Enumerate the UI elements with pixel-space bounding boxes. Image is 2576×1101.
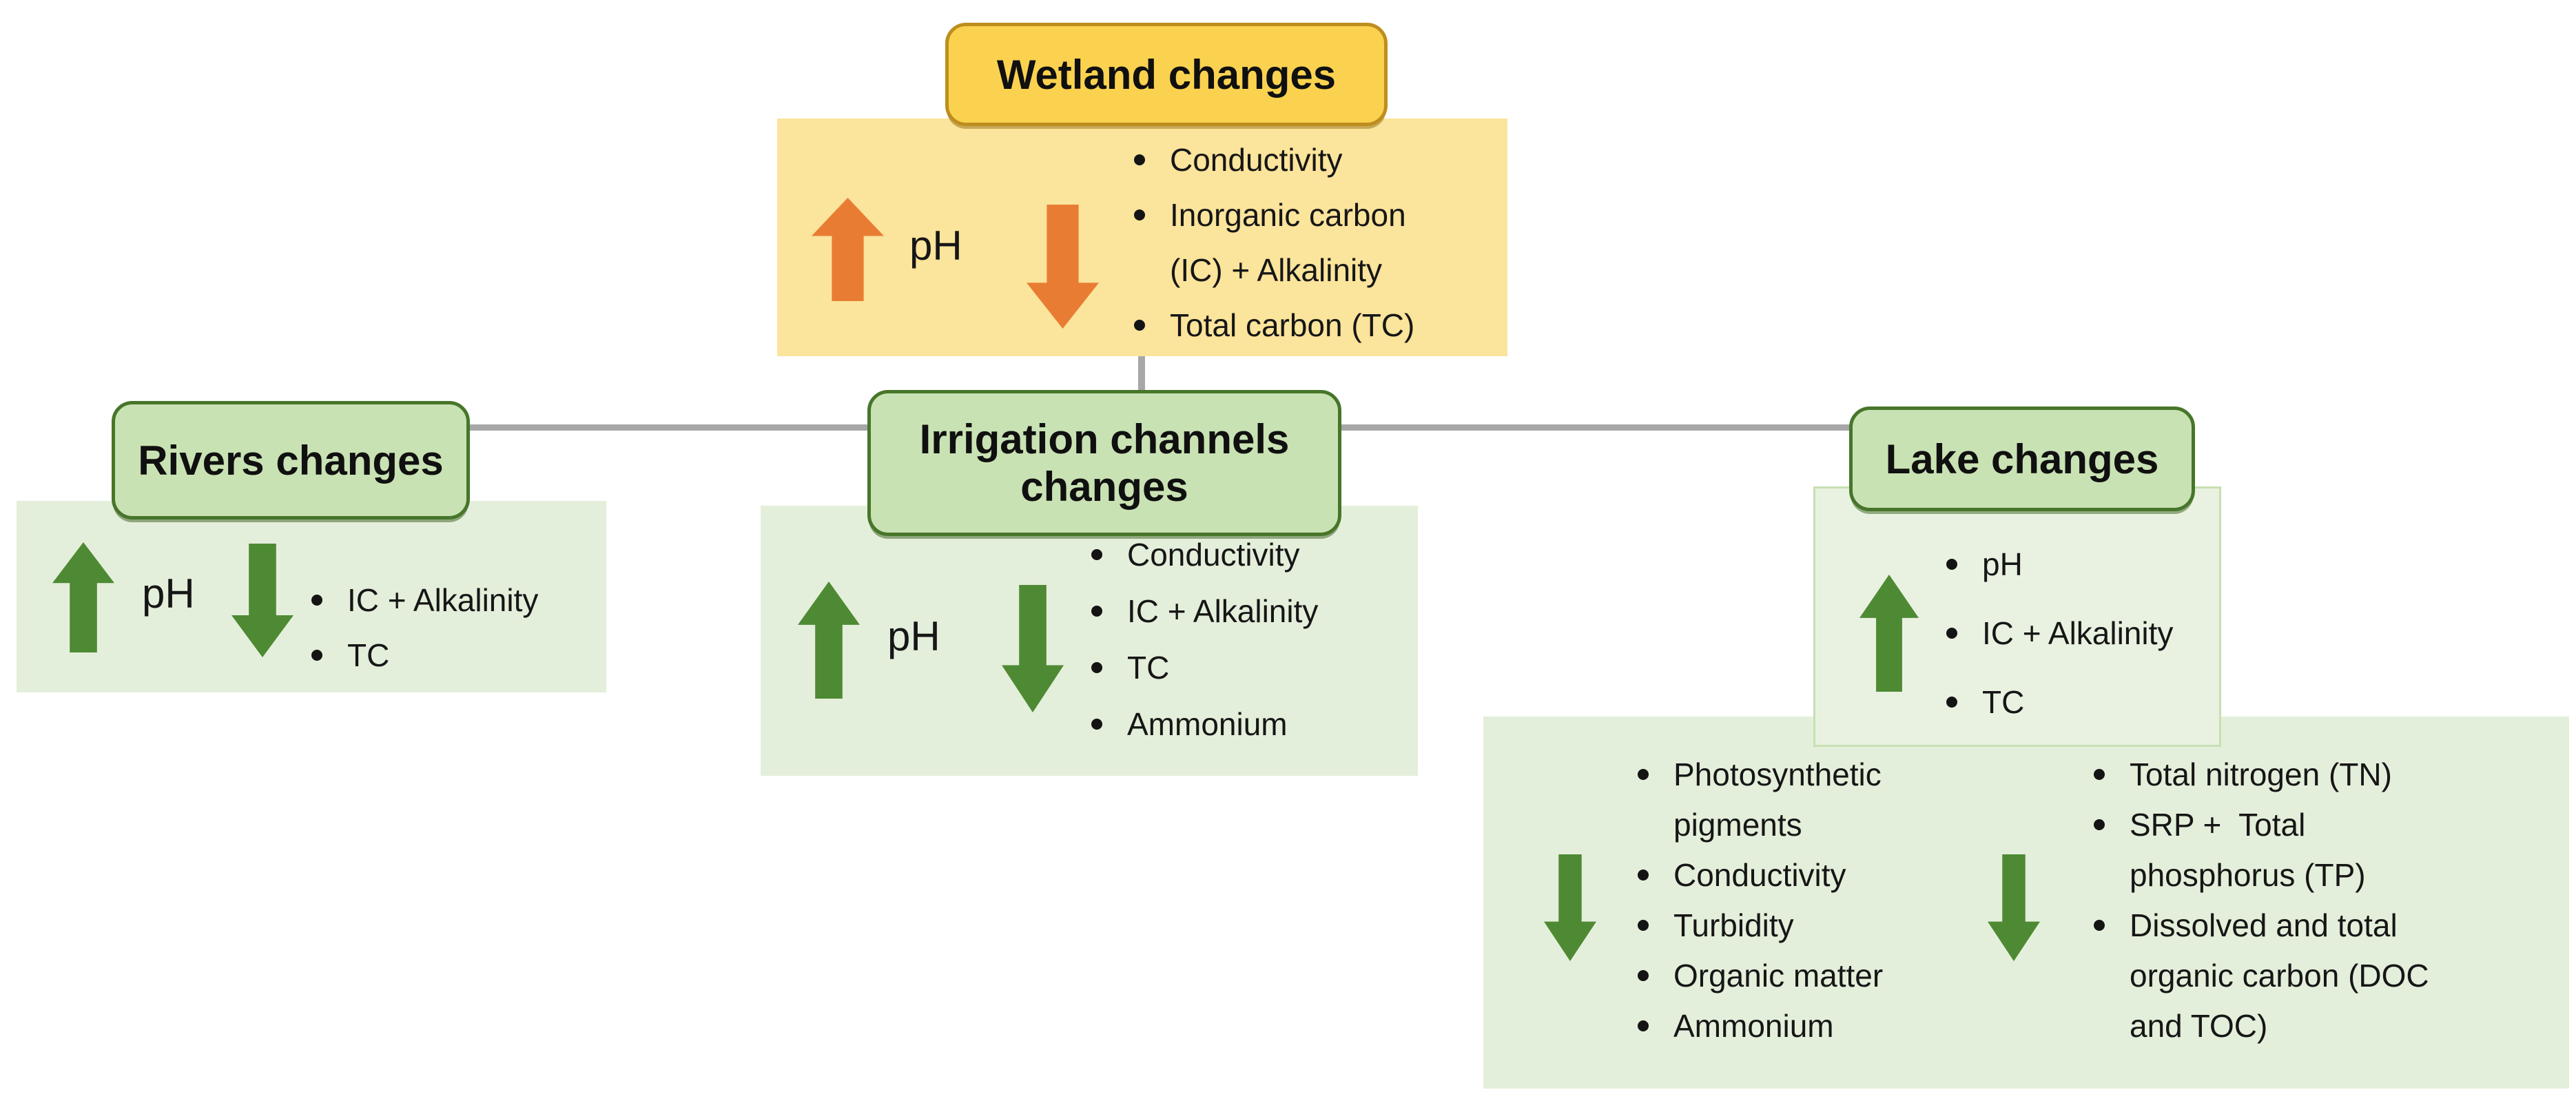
list-item-text: IC + Alkalinity <box>1982 615 2174 651</box>
list-item-text: Total carbon (TC) <box>1170 307 1415 343</box>
list-item-text: Conductivity <box>1673 857 1846 893</box>
wetland-changes-title: Wetland changes <box>996 51 1337 98</box>
list-item: Conductivity <box>1634 850 1917 901</box>
wetland-panel: pH Conductivity Inorganic carbon (IC) + … <box>777 119 1507 356</box>
ph-up-arrow-icon <box>52 542 114 652</box>
irrigation-channels-changes-header: Irrigation channels changes <box>867 390 1341 536</box>
lake-changes-header: Lake changes <box>1849 407 2195 511</box>
list-item: Inorganic carbon (IC) + Alkalinity <box>1130 187 1447 298</box>
list-item: IC + Alkalinity <box>307 573 604 628</box>
list-item: Photosynthetic pigments <box>1634 750 1917 850</box>
bullet-dot-icon <box>1087 526 1127 583</box>
bullet-dot-icon <box>1634 750 1673 850</box>
bullet-dot-icon <box>1634 951 1673 1001</box>
lake-detail-panel: Photosynthetic pigments Conductivity Tur… <box>1483 717 2569 1089</box>
bullet-dot-icon <box>1942 668 1982 737</box>
list-item: pH <box>1942 530 2214 599</box>
wetland-changes-header: Wetland changes <box>945 23 1388 126</box>
list-item-text: Organic matter <box>1673 958 1884 994</box>
parameters-up-arrow-icon <box>1859 575 1919 692</box>
list-item-text: IC + Alkalinity <box>1127 593 1319 629</box>
bullet-dot-icon <box>1942 530 1982 599</box>
parameters-down-arrow-icon <box>231 544 293 657</box>
list-item-text: IC + Alkalinity <box>347 582 539 618</box>
lake-increased-list: pH IC + Alkalinity TC <box>1942 530 2214 737</box>
list-item-text: Conductivity <box>1170 142 1343 178</box>
list-item-text: Dissolved and total organic carbon (DOC … <box>2130 907 2438 1044</box>
list-item-text: Conductivity <box>1127 537 1300 573</box>
irrigation-decreased-list: Conductivity IC + Alkalinity TC Ammonium <box>1087 526 1422 752</box>
parameters-down-arrow-icon <box>1027 205 1099 329</box>
list-item-text: Turbidity <box>1673 907 1794 943</box>
list-item-text: TC <box>1127 650 1170 686</box>
list-item-text: TC <box>347 637 390 673</box>
list-item: IC + Alkalinity <box>1942 599 2214 668</box>
bullet-dot-icon <box>2090 750 2130 800</box>
rivers-changes-header: Rivers changes <box>112 401 470 519</box>
list-item: TC <box>307 628 604 683</box>
list-item-text: Total nitrogen (TN) <box>2130 757 2392 792</box>
list-item-text: Inorganic carbon (IC) + Alkalinity <box>1170 197 1415 288</box>
irrigation-panel: pH Conductivity IC + Alkalinity TC Ammon… <box>761 506 1418 776</box>
list-item: TC <box>1942 668 2214 737</box>
bullet-dot-icon <box>1634 1001 1673 1051</box>
lake-decreased-list-left: Photosynthetic pigments Conductivity Tur… <box>1634 750 1917 1051</box>
bullet-dot-icon <box>1130 187 1170 298</box>
list-item: Total nitrogen (TN) <box>2090 750 2474 800</box>
bullet-dot-icon <box>1087 583 1127 639</box>
bullet-dot-icon <box>1087 696 1127 752</box>
lake-panel: pH IC + Alkalinity TC <box>1813 486 2221 747</box>
rivers-panel: pH IC + Alkalinity TC <box>17 501 606 692</box>
list-item-text: pH <box>1982 546 2023 582</box>
ph-up-arrow-icon <box>812 198 884 301</box>
bullet-dot-icon <box>1130 132 1170 187</box>
parameters-down-arrow-icon <box>1002 585 1064 712</box>
list-item: Turbidity <box>1634 901 1917 951</box>
list-item: Ammonium <box>1634 1001 1917 1051</box>
list-item: Ammonium <box>1087 696 1422 752</box>
ph-label: pH <box>887 613 940 659</box>
bullet-dot-icon <box>1634 850 1673 901</box>
bullet-dot-icon <box>2090 800 2130 901</box>
list-item: Organic matter <box>1634 951 1917 1001</box>
wetland-decreased-list: Conductivity Inorganic carbon (IC) + Alk… <box>1130 132 1447 353</box>
list-item-text: Ammonium <box>1673 1008 1834 1044</box>
bullet-dot-icon <box>1634 901 1673 951</box>
list-item: SRP + Total phosphorus (TP) <box>2090 800 2474 901</box>
parameters-down-arrow-icon <box>1988 854 2040 961</box>
rivers-changes-title: Rivers changes <box>138 437 444 484</box>
bullet-dot-icon <box>1130 298 1170 353</box>
irrigation-channels-changes-title: Irrigation channels changes <box>919 416 1290 510</box>
bullet-dot-icon <box>307 628 347 683</box>
list-item: Conductivity <box>1087 526 1422 583</box>
parameters-down-arrow-icon <box>1544 854 1596 961</box>
list-item: IC + Alkalinity <box>1087 583 1422 639</box>
bullet-dot-icon <box>2090 901 2130 1051</box>
list-item-text: SRP + Total phosphorus (TP) <box>2130 807 2366 893</box>
lake-changes-title: Lake changes <box>1885 435 2159 482</box>
list-item-text: TC <box>1982 684 2025 720</box>
bullet-dot-icon <box>1942 599 1982 668</box>
rivers-decreased-list: IC + Alkalinity TC <box>307 573 604 683</box>
list-item: Dissolved and total organic carbon (DOC … <box>2090 901 2474 1051</box>
list-item: TC <box>1087 639 1422 696</box>
bullet-dot-icon <box>307 573 347 628</box>
list-item: Total carbon (TC) <box>1130 298 1447 353</box>
list-item-text: Photosynthetic pigments <box>1673 757 1890 843</box>
ph-label: pH <box>909 223 962 269</box>
list-item-text: Ammonium <box>1127 706 1288 742</box>
lake-decreased-list-right: Total nitrogen (TN) SRP + Total phosphor… <box>2090 750 2474 1051</box>
bullet-dot-icon <box>1087 639 1127 696</box>
list-item: Conductivity <box>1130 132 1447 187</box>
ph-label: pH <box>142 570 195 617</box>
ph-up-arrow-icon <box>798 582 860 699</box>
